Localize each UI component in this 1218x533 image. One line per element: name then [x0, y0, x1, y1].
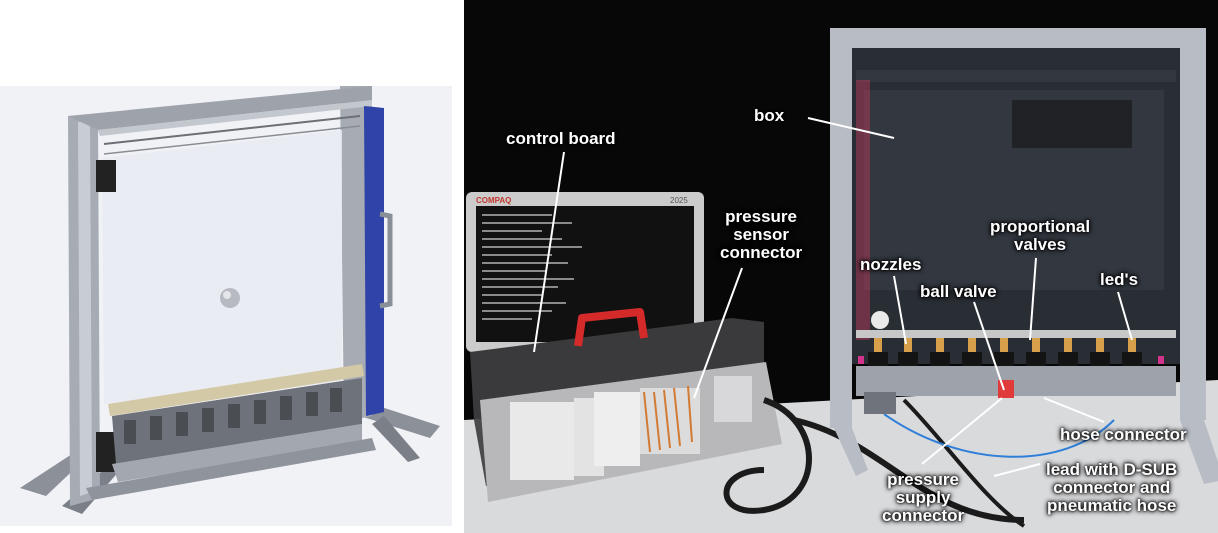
- label-hose-connector: hose connector: [1060, 425, 1187, 444]
- label-line: proportional: [990, 217, 1091, 236]
- frame-left-post: [830, 28, 852, 428]
- label-ball-valve: ball valve: [920, 282, 997, 301]
- monitor-text-lines: [482, 214, 582, 320]
- cad-drawing: [0, 86, 452, 526]
- coiled-lead: [723, 397, 812, 514]
- frame-top-rail: [830, 28, 1206, 48]
- cad-handle: [379, 211, 393, 309]
- blue-hose: [883, 413, 1115, 458]
- label-line: supply: [895, 488, 951, 507]
- cad-left-foot: [20, 454, 86, 496]
- cad-rendering: [0, 86, 452, 526]
- cad-ball: [220, 288, 240, 308]
- label-line: pressure: [887, 470, 959, 489]
- manifold-rail: [856, 366, 1176, 396]
- plc-module-1: [510, 402, 574, 480]
- ball-valve-handle: [998, 380, 1014, 398]
- label-box: box: [754, 106, 785, 125]
- label-leds: led's: [1100, 270, 1139, 289]
- control-board-handle: [574, 308, 648, 347]
- callout-lines: [533, 117, 1133, 477]
- label-line: valves: [1014, 235, 1067, 254]
- dsub-connector: [864, 392, 896, 414]
- label-pressure-supply-connector: pressure supply connector: [882, 471, 964, 525]
- label-line: connector: [882, 506, 965, 525]
- annotated-photo: control board box pressure sensor connec…: [464, 0, 1218, 533]
- label-lead-dsub: lead with D-SUB connector and pneumatic …: [1046, 461, 1177, 515]
- photo-drawing: [464, 28, 1218, 533]
- label-proportional-valves: proportional valves: [990, 218, 1090, 254]
- label-line: connector: [720, 243, 803, 262]
- cad-shelf: [108, 364, 364, 416]
- label-line: pressure: [725, 207, 797, 226]
- shelf: [856, 330, 1176, 338]
- cad-clamp-top: [96, 160, 116, 192]
- label-nozzles: nozzles: [860, 255, 922, 274]
- monitor-brand: COMPAQ: [476, 196, 512, 205]
- cad-blue-bar: [364, 106, 384, 416]
- cad-bottom-rail: [112, 424, 362, 482]
- monitor-model: 2025: [670, 196, 688, 205]
- label-line: sensor: [733, 225, 789, 244]
- label-line: connector and: [1053, 478, 1171, 497]
- plc-module-2: [594, 392, 640, 466]
- cad-right-post: [340, 86, 372, 422]
- frame-right-post: [1180, 30, 1206, 420]
- label-pressure-sensor-connector: pressure sensor connector: [720, 208, 802, 262]
- label-line: lead with D-SUB: [1046, 460, 1178, 479]
- nozzle-row: [858, 338, 1164, 366]
- label-control-board: control board: [506, 129, 616, 148]
- cad-top-rail: [68, 86, 372, 130]
- ball: [871, 311, 889, 329]
- cad-glass: [102, 130, 342, 404]
- label-line: pneumatic hose: [1046, 496, 1177, 515]
